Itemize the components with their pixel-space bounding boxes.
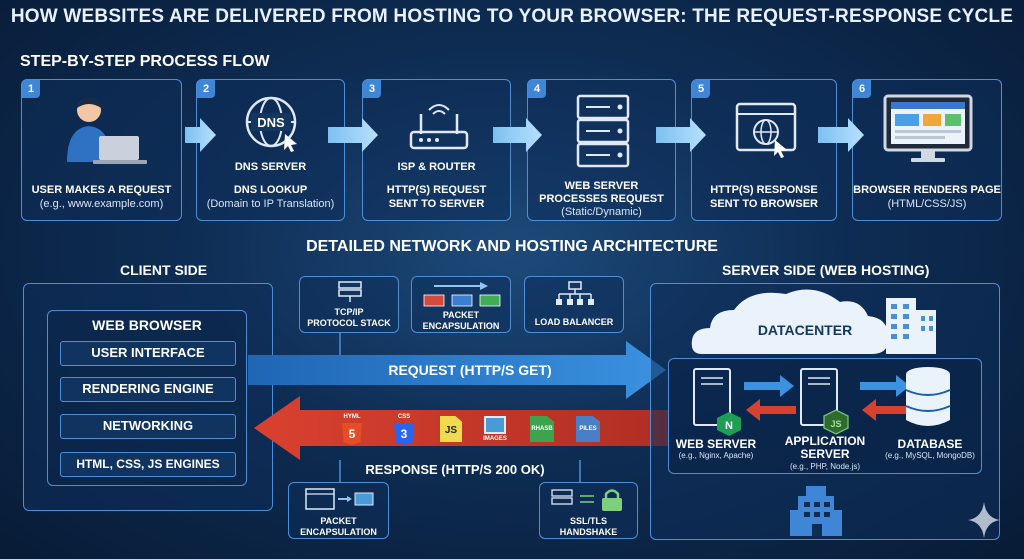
web-server-label: WEB SERVER — [675, 437, 757, 451]
tcpip-label-1: TCP/IP — [334, 307, 364, 317]
user-laptop-icon — [67, 97, 147, 164]
step-1-sub: (e.g., www.example.com) — [39, 198, 164, 210]
packet-encapsulation-bottom-box: PACKET ENCAPSULATION — [288, 482, 389, 539]
browser-row-user-interface: USER INTERFACE — [60, 341, 236, 366]
step-3-caption: HTTP(S) REQUEST — [386, 184, 487, 196]
datacenter-label: DATACENTER — [757, 322, 853, 338]
dns-icon-text: DNS — [257, 115, 285, 130]
database-label: DATABASE — [897, 437, 963, 451]
page-title: HOW WEBSITES ARE DELIVERED FROM HOSTING … — [10, 6, 1014, 27]
load-balancer-label: LOAD BALANCER — [534, 317, 614, 327]
step-6-sub: (HTML/CSS/JS) — [887, 198, 967, 210]
load-balancer-box: LOAD BALANCER — [524, 276, 624, 333]
rhasb-file-icon: RHASB — [530, 416, 554, 442]
packet-top-label-2: ENCAPSULATION — [422, 321, 500, 331]
step-number: 4 — [528, 80, 546, 98]
tcpip-label-2: PROTOCOL STACK — [307, 318, 391, 328]
ssl-lock-icon — [551, 489, 622, 511]
app-db-arrows — [860, 375, 912, 421]
dns-globe-icon: DNS — [245, 96, 297, 152]
server-heading: SERVER SIDE (WEB HOSTING) — [722, 262, 930, 278]
packet-bottom-label-1: PACKET — [320, 516, 357, 526]
step-4-caption: WEB SERVER — [564, 180, 639, 192]
flow-arrow-1 — [185, 118, 216, 152]
browser-row-engines: HTML, CSS, JS ENGINES — [60, 452, 236, 477]
ssl-tls-box: SSL/TLS HANDSHAKE — [539, 482, 638, 539]
step-2-sub: (Domain to IP Translation) — [206, 198, 335, 210]
packet-bottom-label-2: ENCAPSULATION — [300, 527, 377, 537]
sparkle-icon — [968, 502, 1000, 538]
images-file-icon: IMAGES — [482, 416, 508, 445]
browser-globe-icon — [735, 102, 797, 158]
step-number: 5 — [692, 80, 710, 98]
step-number: 3 — [363, 80, 381, 98]
browser-row-networking: NETWORKING — [60, 414, 236, 439]
packet-window-icon — [305, 488, 374, 510]
packet-top-label-1: PACKET — [442, 310, 480, 320]
ssl-label-1: SSL/TLS — [569, 516, 607, 526]
building-icon — [790, 486, 842, 536]
tcpip-box: TCP/IP PROTOCOL STACK — [299, 276, 399, 333]
js-file-icon: JS — [440, 416, 462, 442]
app-server-sub: (e.g., PHP, Node.js) — [789, 462, 861, 471]
response-label: RESPONSE (HTTP/S 200 OK) — [365, 462, 545, 477]
css3-file-icon: CSS 3 — [394, 412, 414, 445]
step-1-card: 1 USER MAKES A REQUEST (e.g., www.exampl… — [21, 79, 182, 221]
step-2-card: 2 DNS DNS SERVER DNS LOOKUP (Domain to I… — [196, 79, 345, 221]
arch-heading: DETAILED NETWORK AND HOSTING ARCHITECTUR… — [306, 238, 718, 255]
nodejs-badge: JS — [830, 419, 841, 429]
step-6-card: 6 BROWSER RENDERS PAGE (HTML/CSS/JS) — [852, 79, 1002, 221]
step-4-card: 4 WEB SERVER PROCESSES REQUEST (Static/D… — [527, 79, 676, 221]
step-number: 6 — [853, 80, 871, 98]
packet-icon — [423, 282, 501, 307]
app-server-label-2: SERVER — [800, 447, 850, 461]
step-3-icon-label: ISP & ROUTER — [397, 161, 476, 173]
step-5-sub: SENT TO BROWSER — [710, 198, 818, 210]
ssl-label-2: HANDSHAKE — [559, 527, 618, 537]
flow-arrow-2 — [328, 118, 378, 152]
browser-row-rendering-engine: RENDERING ENGINE — [60, 377, 236, 402]
router-icon — [409, 104, 469, 150]
app-server-icon: JS — [800, 368, 849, 435]
web-app-arrows — [744, 375, 796, 421]
web-server-sub: (e.g., Nginx, Apache) — [678, 451, 754, 460]
step-number: 2 — [197, 80, 215, 98]
step-2-caption: DNS LOOKUP — [233, 184, 308, 196]
flow-heading: STEP-BY-STEP PROCESS FLOW — [20, 53, 270, 70]
load-balancer-icon — [556, 281, 594, 305]
web-server-icon: N — [693, 368, 741, 436]
client-heading: CLIENT SIDE — [120, 262, 208, 278]
server-rack-icon — [576, 94, 630, 168]
step-number: 1 — [22, 80, 40, 98]
step-5-caption: HTTP(S) RESPONSE — [710, 184, 818, 196]
html5-file-icon: HYML 5 — [342, 412, 362, 445]
monitor-icon — [883, 94, 973, 162]
database-sub: (e.g., MySQL, MongoDB) — [885, 451, 975, 460]
request-arrow — [248, 341, 666, 399]
flow-arrow-3 — [493, 118, 542, 152]
step-5-card: 5 HTTP(S) RESPONSE SENT TO BROWSER — [691, 79, 837, 221]
step-1-caption: USER MAKES A REQUEST — [31, 184, 172, 196]
packet-encapsulation-top-box: PACKET ENCAPSULATION — [411, 276, 511, 333]
step-4-caption-2: PROCESSES REQUEST — [539, 193, 664, 205]
stack-icon — [338, 281, 362, 302]
piles-file-icon: PILES — [576, 416, 600, 442]
flow-arrows — [185, 118, 864, 152]
step-6-caption: BROWSER RENDERS PAGE — [853, 184, 1001, 196]
step-4-sub: (Static/Dynamic) — [561, 206, 642, 218]
step-2-icon-label: DNS SERVER — [234, 161, 307, 173]
flow-arrow-5 — [818, 118, 864, 152]
datacenter-cloud-icon — [691, 289, 936, 354]
flow-arrow-4 — [656, 118, 706, 152]
nginx-badge: N — [725, 420, 733, 432]
database-icon — [905, 367, 951, 426]
request-label: REQUEST (HTTP/S GET) — [388, 362, 552, 378]
step-3-sub: SENT TO SERVER — [388, 198, 485, 210]
web-browser-title: WEB BROWSER — [92, 317, 202, 333]
app-server-label-1: APPLICATION — [784, 434, 866, 448]
